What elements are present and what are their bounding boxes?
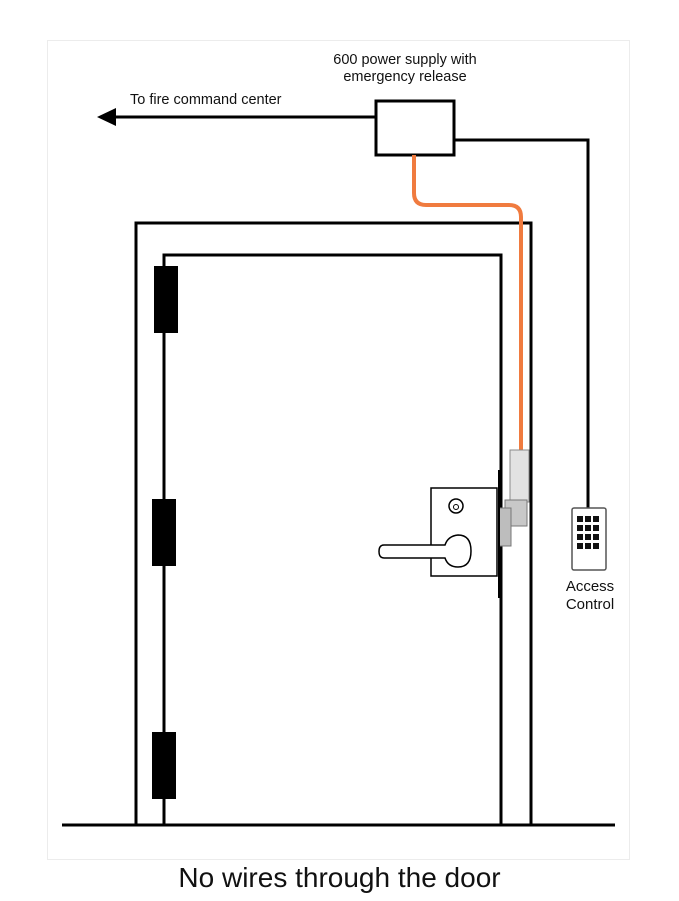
lever-handle [378, 534, 472, 568]
power-supply-label: 600 power supply with emergency release [290, 52, 520, 86]
electric-strike-keeper [498, 507, 512, 547]
diagram-panel [47, 40, 630, 860]
power-supply-box [374, 99, 456, 157]
power-supply-label-line1: 600 power supply with [333, 52, 477, 68]
access-control-label-line1: Access [565, 578, 615, 595]
power-wire [412, 155, 523, 455]
hinge-middle [152, 499, 176, 566]
arrow-left-icon [97, 108, 116, 126]
outer-door-frame [134, 221, 533, 825]
hinge-top [154, 266, 178, 333]
hinge-bottom [152, 732, 176, 799]
electric-strike-body [509, 449, 530, 503]
access-control-wire [454, 138, 590, 512]
power-supply-label-line2: emergency release [343, 69, 467, 85]
lockset-escutcheon [430, 487, 498, 577]
fire-command-label: To fire command center [130, 92, 282, 108]
access-control-label-line2: Control [565, 596, 615, 613]
diagram-caption: No wires through the door [178, 862, 501, 893]
access-control-label: Access Control [550, 578, 630, 614]
keypad-buttons [577, 516, 599, 549]
key-cylinder-core [453, 504, 459, 510]
